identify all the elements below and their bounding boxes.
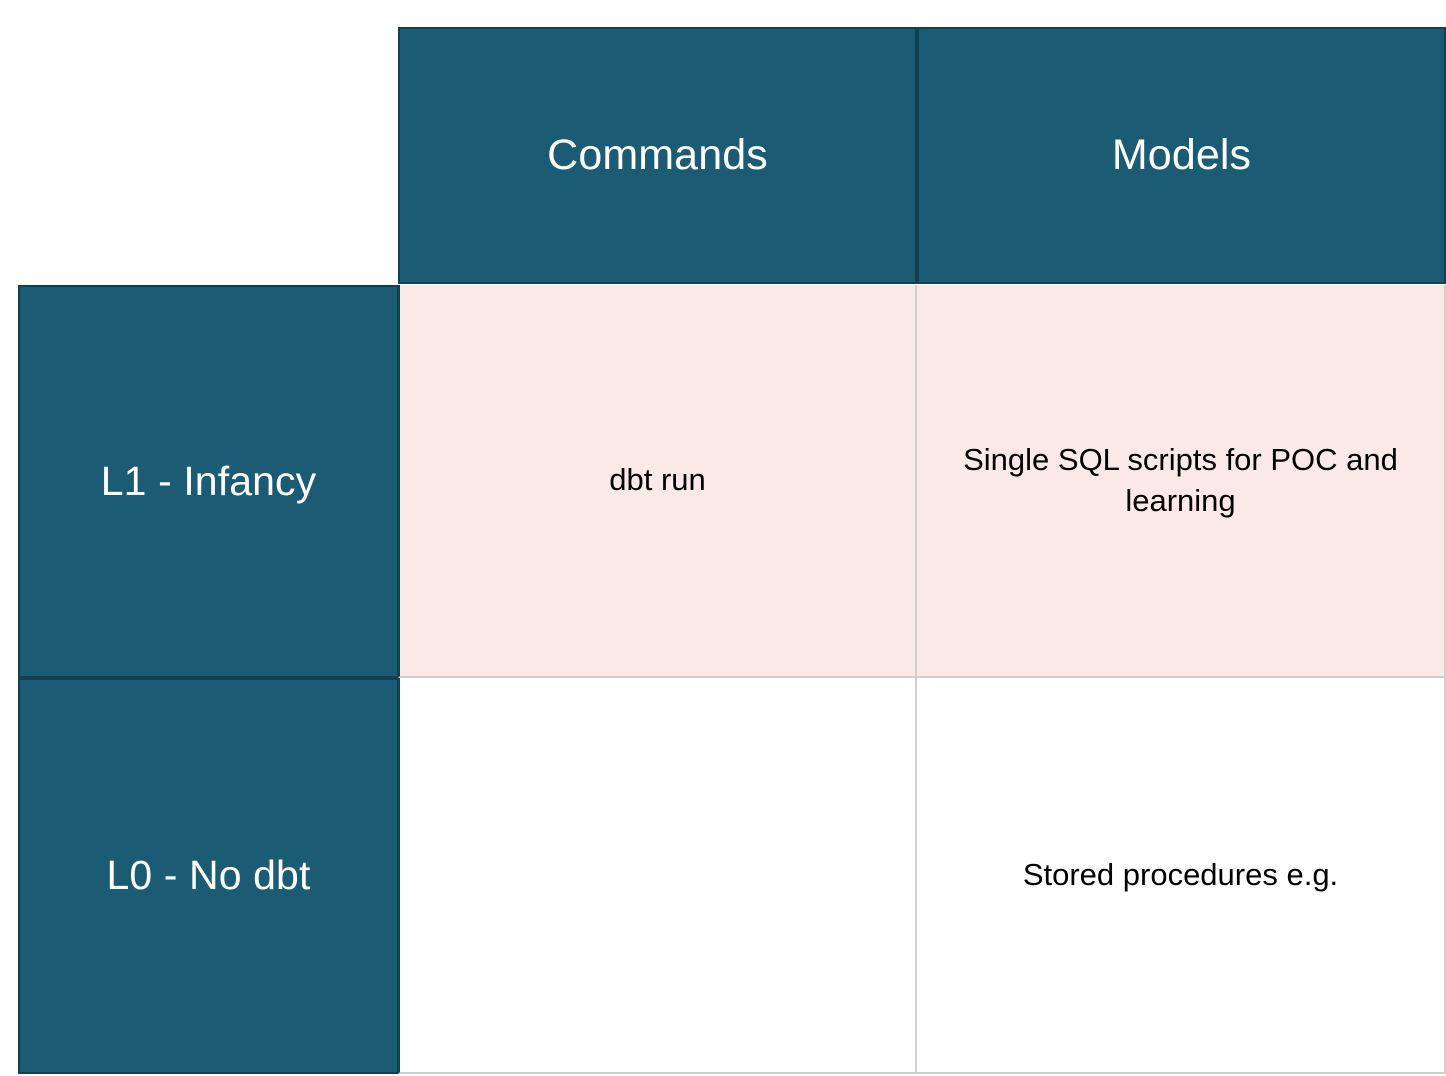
row-header-l0[interactable]: L0 - No dbt: [18, 678, 399, 1074]
column-header-commands-label: Commands: [547, 130, 768, 179]
cell-l1-models-label: Single SQL scripts for POC and learning: [963, 441, 1398, 518]
cell-l1-commands-label: dbt run: [609, 462, 706, 498]
row-header-l1-label: L1 - Infancy: [100, 457, 317, 504]
column-header-models-label: Models: [1111, 130, 1252, 179]
row-header-l0-label: L0 - No dbt: [106, 852, 311, 899]
column-header-models[interactable]: Models: [917, 27, 1446, 284]
cell-l1-models[interactable]: Single SQL scripts for POC and learning: [917, 285, 1446, 678]
cell-l0-commands[interactable]: [398, 678, 917, 1074]
cell-l0-models-label: Stored procedures e.g.: [1022, 856, 1339, 892]
cell-l1-commands[interactable]: dbt run: [398, 285, 917, 678]
column-header-commands[interactable]: Commands: [398, 27, 917, 284]
row-header-l1[interactable]: L1 - Infancy: [18, 285, 399, 678]
matrix-corner-blank: [0, 0, 398, 284]
cell-l0-models[interactable]: Stored procedures e.g.: [917, 678, 1446, 1074]
